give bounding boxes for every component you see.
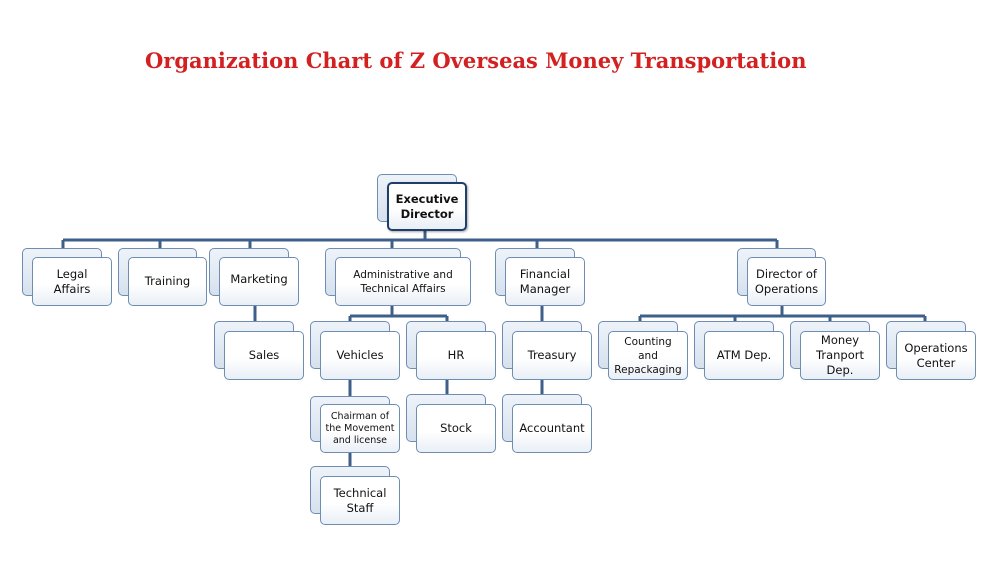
node-accountant[interactable]: Accountant: [502, 394, 592, 453]
node-label: Counting and Repackaging: [614, 335, 682, 376]
node-chairman-movement[interactable]: Chairman of the Movement and license: [310, 396, 400, 453]
node-executive-director[interactable]: Executive Director: [377, 174, 467, 231]
node-label: Sales: [248, 348, 280, 362]
node-operations-center[interactable]: Operations Center: [886, 321, 976, 380]
node-label: Technical Staff: [333, 485, 387, 515]
node-label: Vehicles: [336, 348, 384, 362]
node-label: Legal Affairs: [53, 266, 91, 296]
node-label: Marketing: [230, 272, 288, 286]
node-marketing[interactable]: Marketing: [209, 248, 299, 306]
node-treasury[interactable]: Treasury: [502, 321, 592, 380]
node-label: Financial Manager: [519, 266, 571, 296]
node-financial-manager[interactable]: Financial Manager: [495, 248, 585, 306]
node-technical-staff[interactable]: Technical Staff: [310, 466, 400, 525]
node-label: Stock: [440, 421, 472, 435]
chart-title: Organization Chart of Z Overseas Money T…: [145, 48, 807, 73]
node-director-operations[interactable]: Director of Operations: [737, 248, 826, 306]
node-label: Executive Director: [395, 191, 459, 221]
node-label: Training: [144, 274, 191, 288]
node-label: HR: [447, 348, 465, 362]
node-label: Chairman of the Movement and license: [325, 410, 395, 446]
node-administrative-technical[interactable]: Administrative and Technical Affairs: [325, 248, 471, 306]
node-counting-repackaging[interactable]: Counting and Repackaging: [598, 321, 688, 380]
node-label: Director of Operations: [754, 266, 819, 296]
node-atm-dep[interactable]: ATM Dep.: [694, 321, 784, 380]
node-legal-affairs[interactable]: Legal Affairs: [22, 248, 112, 306]
node-label: Accountant: [519, 421, 585, 435]
node-stock[interactable]: Stock: [406, 394, 496, 453]
node-label: ATM Dep.: [716, 348, 772, 362]
node-label: Money Tranport Dep.: [816, 333, 864, 377]
node-label: Operations Center: [904, 340, 968, 370]
node-training[interactable]: Training: [118, 248, 207, 306]
node-label: Administrative and Technical Affairs: [353, 268, 453, 295]
node-sales[interactable]: Sales: [214, 321, 304, 380]
node-label: Treasury: [527, 348, 577, 362]
node-money-transport-dep[interactable]: Money Tranport Dep.: [790, 321, 880, 380]
node-vehicles[interactable]: Vehicles: [310, 321, 400, 380]
node-hr[interactable]: HR: [406, 321, 496, 380]
